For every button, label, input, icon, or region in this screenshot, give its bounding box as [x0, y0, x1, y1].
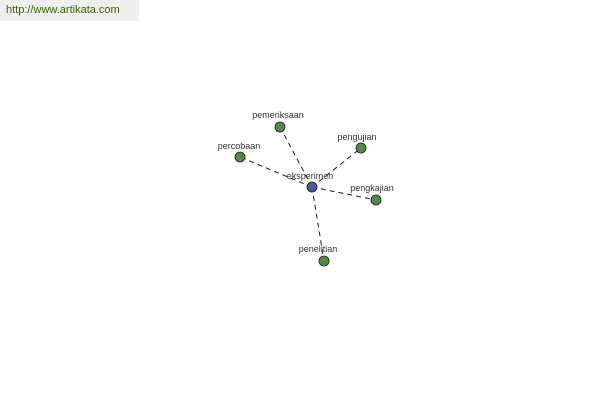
edge-pengkajian — [311, 186, 377, 201]
related-node-label[interactable]: penelitian — [299, 244, 338, 254]
edge-pengujian — [311, 147, 362, 188]
related-node-penelitian[interactable] — [318, 255, 330, 267]
graph-edges — [239, 126, 377, 262]
center-node-label[interactable]: eksperimen — [287, 171, 334, 181]
related-node-pengkajian[interactable] — [370, 194, 382, 206]
edge-penelitian — [311, 186, 325, 262]
source-url-bar: http://www.artikata.com — [0, 0, 139, 21]
related-node-label[interactable]: pengkajian — [350, 183, 394, 193]
related-node-label[interactable]: pengujian — [337, 132, 376, 142]
related-node-percobaan[interactable] — [234, 151, 246, 163]
related-node-pemeriksaan[interactable] — [274, 121, 286, 133]
edge-pemeriksaan — [279, 126, 313, 188]
source-url-link[interactable]: http://www.artikata.com — [6, 4, 120, 16]
edge-percobaan — [239, 156, 313, 188]
center-node-eksperimen[interactable] — [306, 181, 318, 193]
related-node-label[interactable]: pemeriksaan — [252, 110, 304, 120]
graph-nodes: pemeriksaan pengujian percobaan pengkajian p… — [218, 110, 394, 267]
related-node-label[interactable]: percobaan — [218, 141, 261, 151]
related-node-pengujian[interactable] — [355, 142, 367, 154]
